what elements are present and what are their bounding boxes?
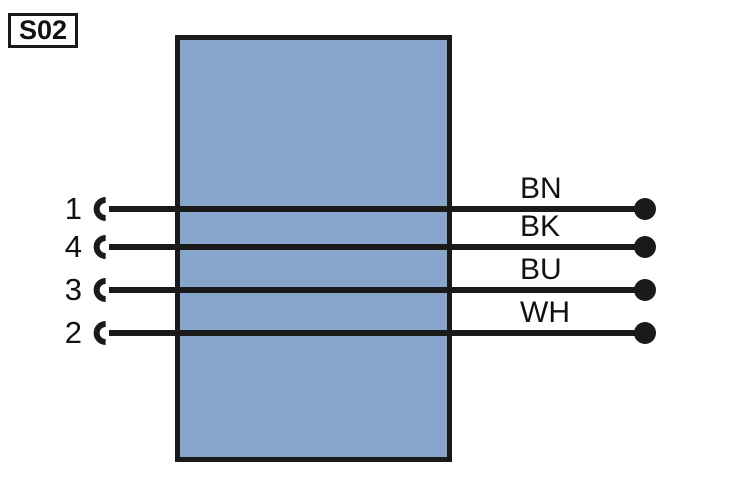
pin-connector-icon <box>93 278 107 302</box>
wire-color-label: BK <box>520 210 561 243</box>
pin-number: 2 <box>64 315 82 350</box>
pin-number: 3 <box>64 272 82 307</box>
component-tag: S02 <box>8 13 78 48</box>
wire-group <box>93 197 656 345</box>
component-tag-label: S02 <box>18 15 68 45</box>
wire-color-label: BN <box>520 172 562 205</box>
wire-color-label: BU <box>520 253 562 286</box>
wire-terminal-dot <box>634 279 656 301</box>
wire-color-label: WH <box>520 296 570 329</box>
pin-number: 4 <box>64 229 82 264</box>
wire-terminal-dot <box>634 198 656 220</box>
wire-terminal-dot <box>634 236 656 258</box>
pin-connector-icon <box>93 197 107 221</box>
wire-terminal-dot <box>634 322 656 344</box>
pin-connector-icon <box>93 321 107 345</box>
pin-connector-icon <box>93 235 107 259</box>
pin-number: 1 <box>64 191 82 226</box>
